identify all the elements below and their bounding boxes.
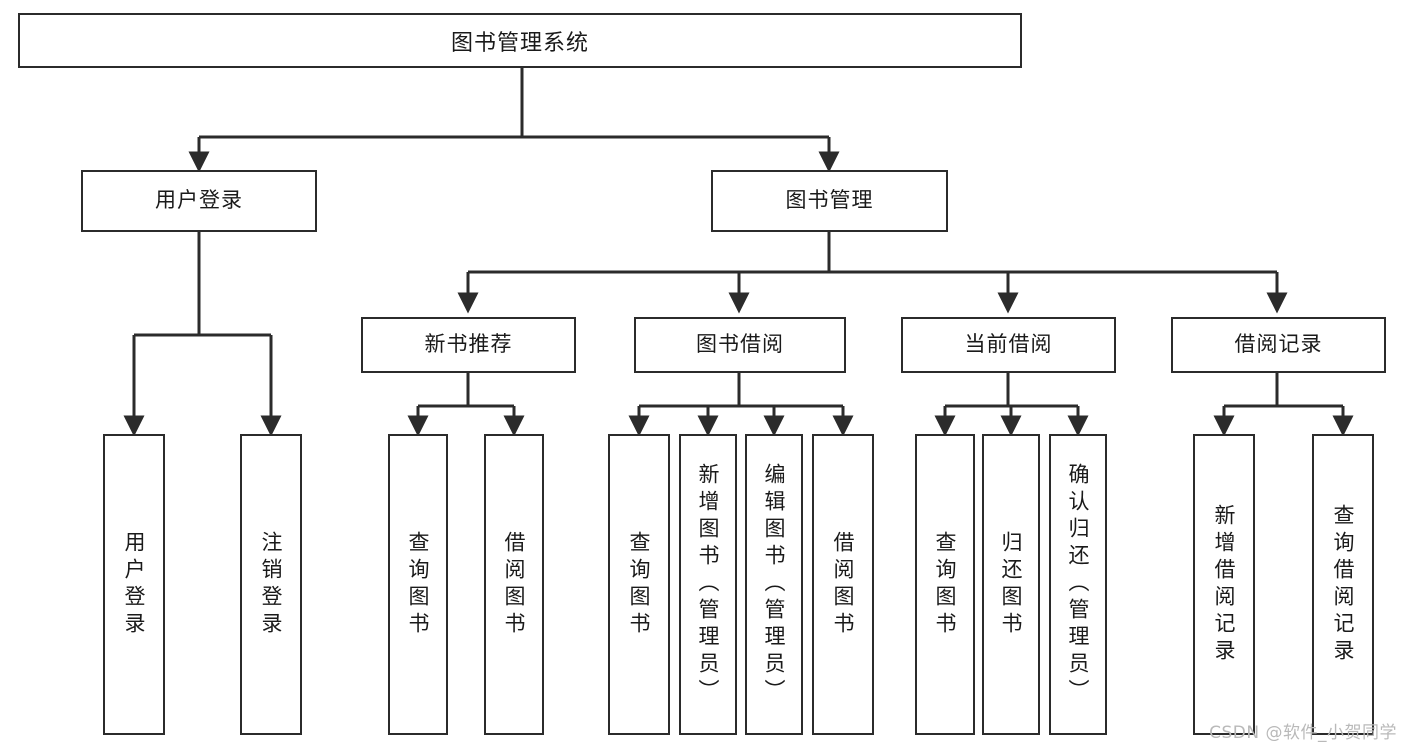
leaf-edit-book[interactable]: 编辑图书（管理员） (745, 434, 803, 735)
leaf-borrow-book-1[interactable]: 借阅图书 (484, 434, 544, 735)
node-user-login[interactable]: 用户登录 (81, 170, 317, 232)
leaf-add-borrow-record[interactable]: 新增借阅记录 (1193, 434, 1255, 735)
node-book-borrow[interactable]: 图书借阅 (634, 317, 846, 373)
leaf-logout-login[interactable]: 注销登录 (240, 434, 302, 735)
leaf-return-book[interactable]: 归还图书 (982, 434, 1040, 735)
leaf-borrow-book-1-label: 借阅图书 (502, 530, 527, 639)
leaf-return-book-label: 归还图书 (999, 530, 1024, 639)
csdn-watermark: CSDN @软件_小贺同学 (1209, 723, 1397, 743)
node-book-borrow-label: 图书借阅 (696, 332, 784, 357)
leaf-user-login[interactable]: 用户登录 (103, 434, 165, 735)
leaf-query-borrow-record[interactable]: 查询借阅记录 (1312, 434, 1374, 735)
leaf-query-borrow-record-label: 查询借阅记录 (1331, 503, 1356, 666)
node-book-manage-label: 图书管理 (785, 188, 874, 213)
node-current-borrow[interactable]: 当前借阅 (901, 317, 1116, 373)
leaf-query-book-3-label: 查询图书 (933, 530, 958, 639)
node-current-borrow-label: 当前借阅 (964, 332, 1053, 357)
leaf-query-book-1-label: 查询图书 (406, 530, 431, 639)
leaf-add-book[interactable]: 新增图书（管理员） (679, 434, 737, 735)
node-book-manage[interactable]: 图书管理 (711, 170, 948, 232)
leaf-query-book-1[interactable]: 查询图书 (388, 434, 448, 735)
leaf-add-book-label: 新增图书（管理员） (696, 463, 721, 706)
leaf-query-book-2-label: 查询图书 (627, 530, 652, 639)
leaf-confirm-return-label: 确认归还（管理员） (1066, 463, 1091, 706)
leaf-confirm-return[interactable]: 确认归还（管理员） (1049, 434, 1107, 735)
node-user-login-label: 用户登录 (155, 188, 243, 213)
node-new-book-recommend[interactable]: 新书推荐 (361, 317, 576, 373)
node-root-label: 图书管理系统 (450, 30, 589, 56)
node-new-book-recommend-label: 新书推荐 (424, 332, 513, 357)
node-borrow-record-label: 借阅记录 (1234, 332, 1323, 357)
node-root[interactable]: 图书管理系统 (18, 13, 1022, 68)
leaf-edit-book-label: 编辑图书（管理员） (762, 463, 787, 706)
leaf-borrow-book-2-label: 借阅图书 (831, 530, 856, 639)
leaf-user-login-label: 用户登录 (122, 530, 147, 639)
node-borrow-record[interactable]: 借阅记录 (1171, 317, 1386, 373)
leaf-query-book-2[interactable]: 查询图书 (608, 434, 670, 735)
leaf-borrow-book-2[interactable]: 借阅图书 (812, 434, 874, 735)
leaf-logout-login-label: 注销登录 (259, 530, 284, 639)
leaf-add-borrow-record-label: 新增借阅记录 (1212, 503, 1237, 666)
leaf-query-book-3[interactable]: 查询图书 (915, 434, 975, 735)
